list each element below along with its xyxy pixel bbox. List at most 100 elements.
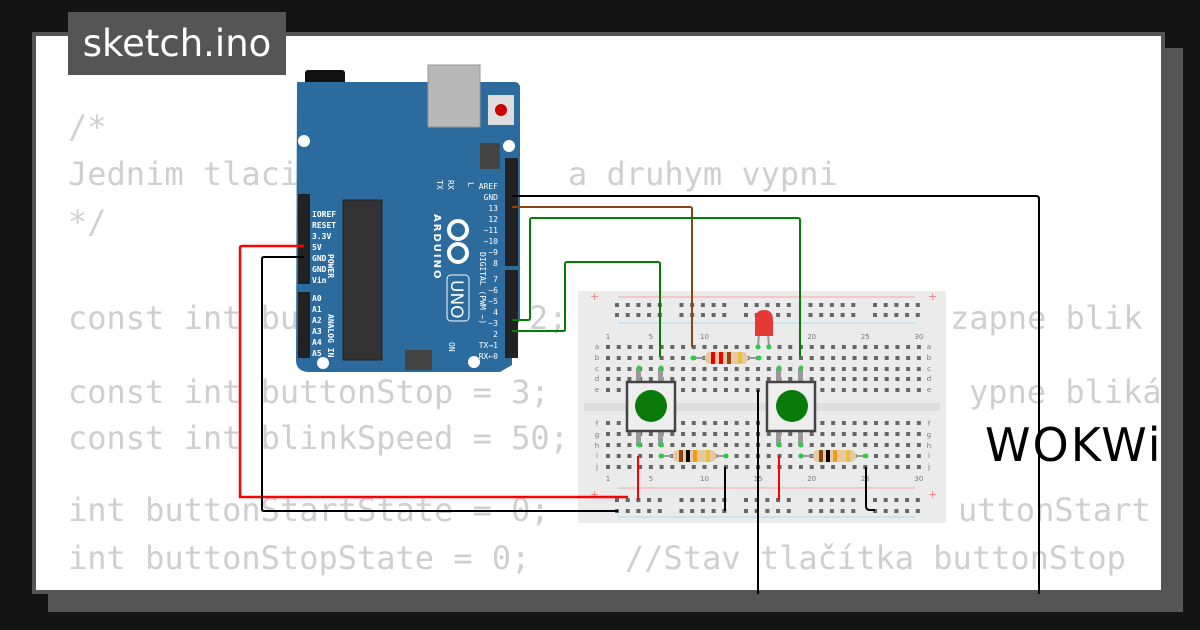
breadboard-hole — [820, 432, 825, 436]
breadboard-hole — [700, 313, 705, 317]
pin-label: A5 — [312, 349, 322, 358]
pin-label: A2 — [312, 316, 322, 325]
code-background: /* Jednim tlaci a druhym vypni */ const … — [36, 36, 1161, 590]
pin-label: 2 — [493, 330, 498, 339]
breadboard-hole — [829, 509, 834, 513]
breadboard-hole — [766, 377, 771, 381]
breadboard-hole — [627, 345, 632, 349]
pin-label: 4 — [493, 308, 498, 317]
breadboard-hole — [766, 356, 771, 360]
digital-header-high — [505, 158, 518, 266]
breadboard-hole — [915, 313, 920, 317]
breadboard-hole — [788, 443, 793, 447]
breadboard-hole — [734, 465, 739, 469]
breadboard-hole — [627, 377, 632, 381]
breadboard-hole — [895, 432, 900, 436]
breadboard-hole — [852, 443, 857, 447]
row-label: d — [927, 375, 931, 383]
mount-hole — [468, 356, 480, 368]
breadboard-hole — [700, 498, 705, 502]
resistor-pulldown-start[interactable] — [661, 450, 726, 462]
pin-label: A4 — [312, 338, 322, 347]
breadboard-hole — [831, 345, 836, 349]
wire-black-jumper[interactable] — [865, 467, 875, 511]
breadboard-hole — [734, 345, 739, 349]
breadboard-hole — [766, 465, 771, 469]
breadboard-hole — [809, 345, 814, 349]
breadboard-hole — [831, 421, 836, 425]
breadboard-hole — [670, 465, 675, 469]
code-line: const int bu — [68, 299, 300, 337]
wire-5v-red[interactable] — [238, 244, 628, 499]
resistor-pulldown-stop[interactable] — [801, 450, 866, 462]
breadboard-hole — [616, 377, 621, 381]
wire-gnd-black[interactable] — [261, 256, 618, 512]
breadboard-hole — [906, 356, 911, 360]
breadboard-hole — [840, 303, 845, 307]
breadboard-hole — [906, 345, 911, 349]
breadboard-hole — [657, 509, 662, 513]
breadboard-hole — [606, 454, 610, 458]
breadboard-hole — [874, 377, 878, 381]
breadboard-hole — [744, 498, 748, 502]
breadboard-hole — [895, 388, 900, 392]
breadboard-hole — [874, 454, 878, 458]
wire-pin13-brown[interactable] — [512, 206, 693, 347]
code-line: ypne bliká — [969, 373, 1162, 411]
breadboard-hole — [808, 303, 813, 307]
row-label: b — [927, 354, 932, 362]
breadboard-hole — [627, 443, 632, 447]
column-label: 30 — [914, 475, 923, 483]
breadboard-hole — [841, 465, 846, 469]
wire-pin2-green[interactable] — [512, 261, 661, 357]
breadboard-hole — [734, 421, 739, 425]
breadboard-hole — [841, 377, 846, 381]
led-label: ON — [447, 342, 456, 352]
breadboard-hole — [884, 421, 889, 425]
pin-label: ~11 — [484, 226, 499, 235]
breadboard-hole — [915, 303, 920, 307]
breadboard-hole — [648, 356, 653, 360]
breadboard-hole — [723, 377, 728, 381]
breadboard-hole — [906, 367, 911, 371]
pin-label: Vin — [312, 275, 327, 285]
breadboard-hole — [625, 313, 630, 317]
breadboard-hole — [916, 454, 921, 458]
breadboard-hole — [713, 388, 718, 392]
breadboard-hole — [831, 388, 836, 392]
breadboard-hole — [863, 377, 868, 381]
breadboard-hole — [638, 345, 643, 349]
breadboard-hole — [734, 388, 739, 392]
uno-badge — [446, 274, 470, 322]
power-label: POWER — [326, 254, 335, 278]
wire-gnd-long[interactable] — [512, 195, 1040, 594]
breadboard-hole — [648, 345, 653, 349]
breadboard-hole — [915, 509, 920, 513]
breadboard-hole — [874, 465, 878, 469]
breadboard-hole — [679, 498, 684, 502]
led-label: TX — [435, 180, 444, 190]
breadboard-hole — [852, 367, 857, 371]
wire-pin3-green[interactable] — [512, 217, 801, 357]
breadboard-hole — [820, 377, 825, 381]
breadboard-hole — [679, 313, 684, 317]
breadboard-hole — [745, 377, 750, 381]
pushbutton-stop[interactable] — [765, 368, 817, 446]
breadboard-hole — [745, 367, 750, 371]
breadboard-hole — [734, 443, 739, 447]
breadboard-hole — [625, 303, 630, 307]
breadboard-hole — [711, 498, 716, 502]
breadboard-hole — [681, 443, 686, 447]
breadboard-hole — [786, 313, 791, 317]
breadboard-hole — [713, 432, 718, 436]
arduino-uno[interactable]: IOREF RESET 3.3V 5V GND GND Vin A0 A1 A2… — [296, 64, 520, 372]
breadboard-hole — [916, 377, 921, 381]
resistor-led[interactable] — [693, 352, 759, 364]
breadboard-hole — [713, 443, 718, 447]
pushbutton-start[interactable] — [625, 368, 677, 446]
breadboard-hole — [820, 465, 825, 469]
breadboard-hole — [657, 498, 662, 502]
breadboard-hole — [670, 377, 675, 381]
breadboard-hole — [840, 313, 845, 317]
breadboard-hole — [916, 421, 921, 425]
